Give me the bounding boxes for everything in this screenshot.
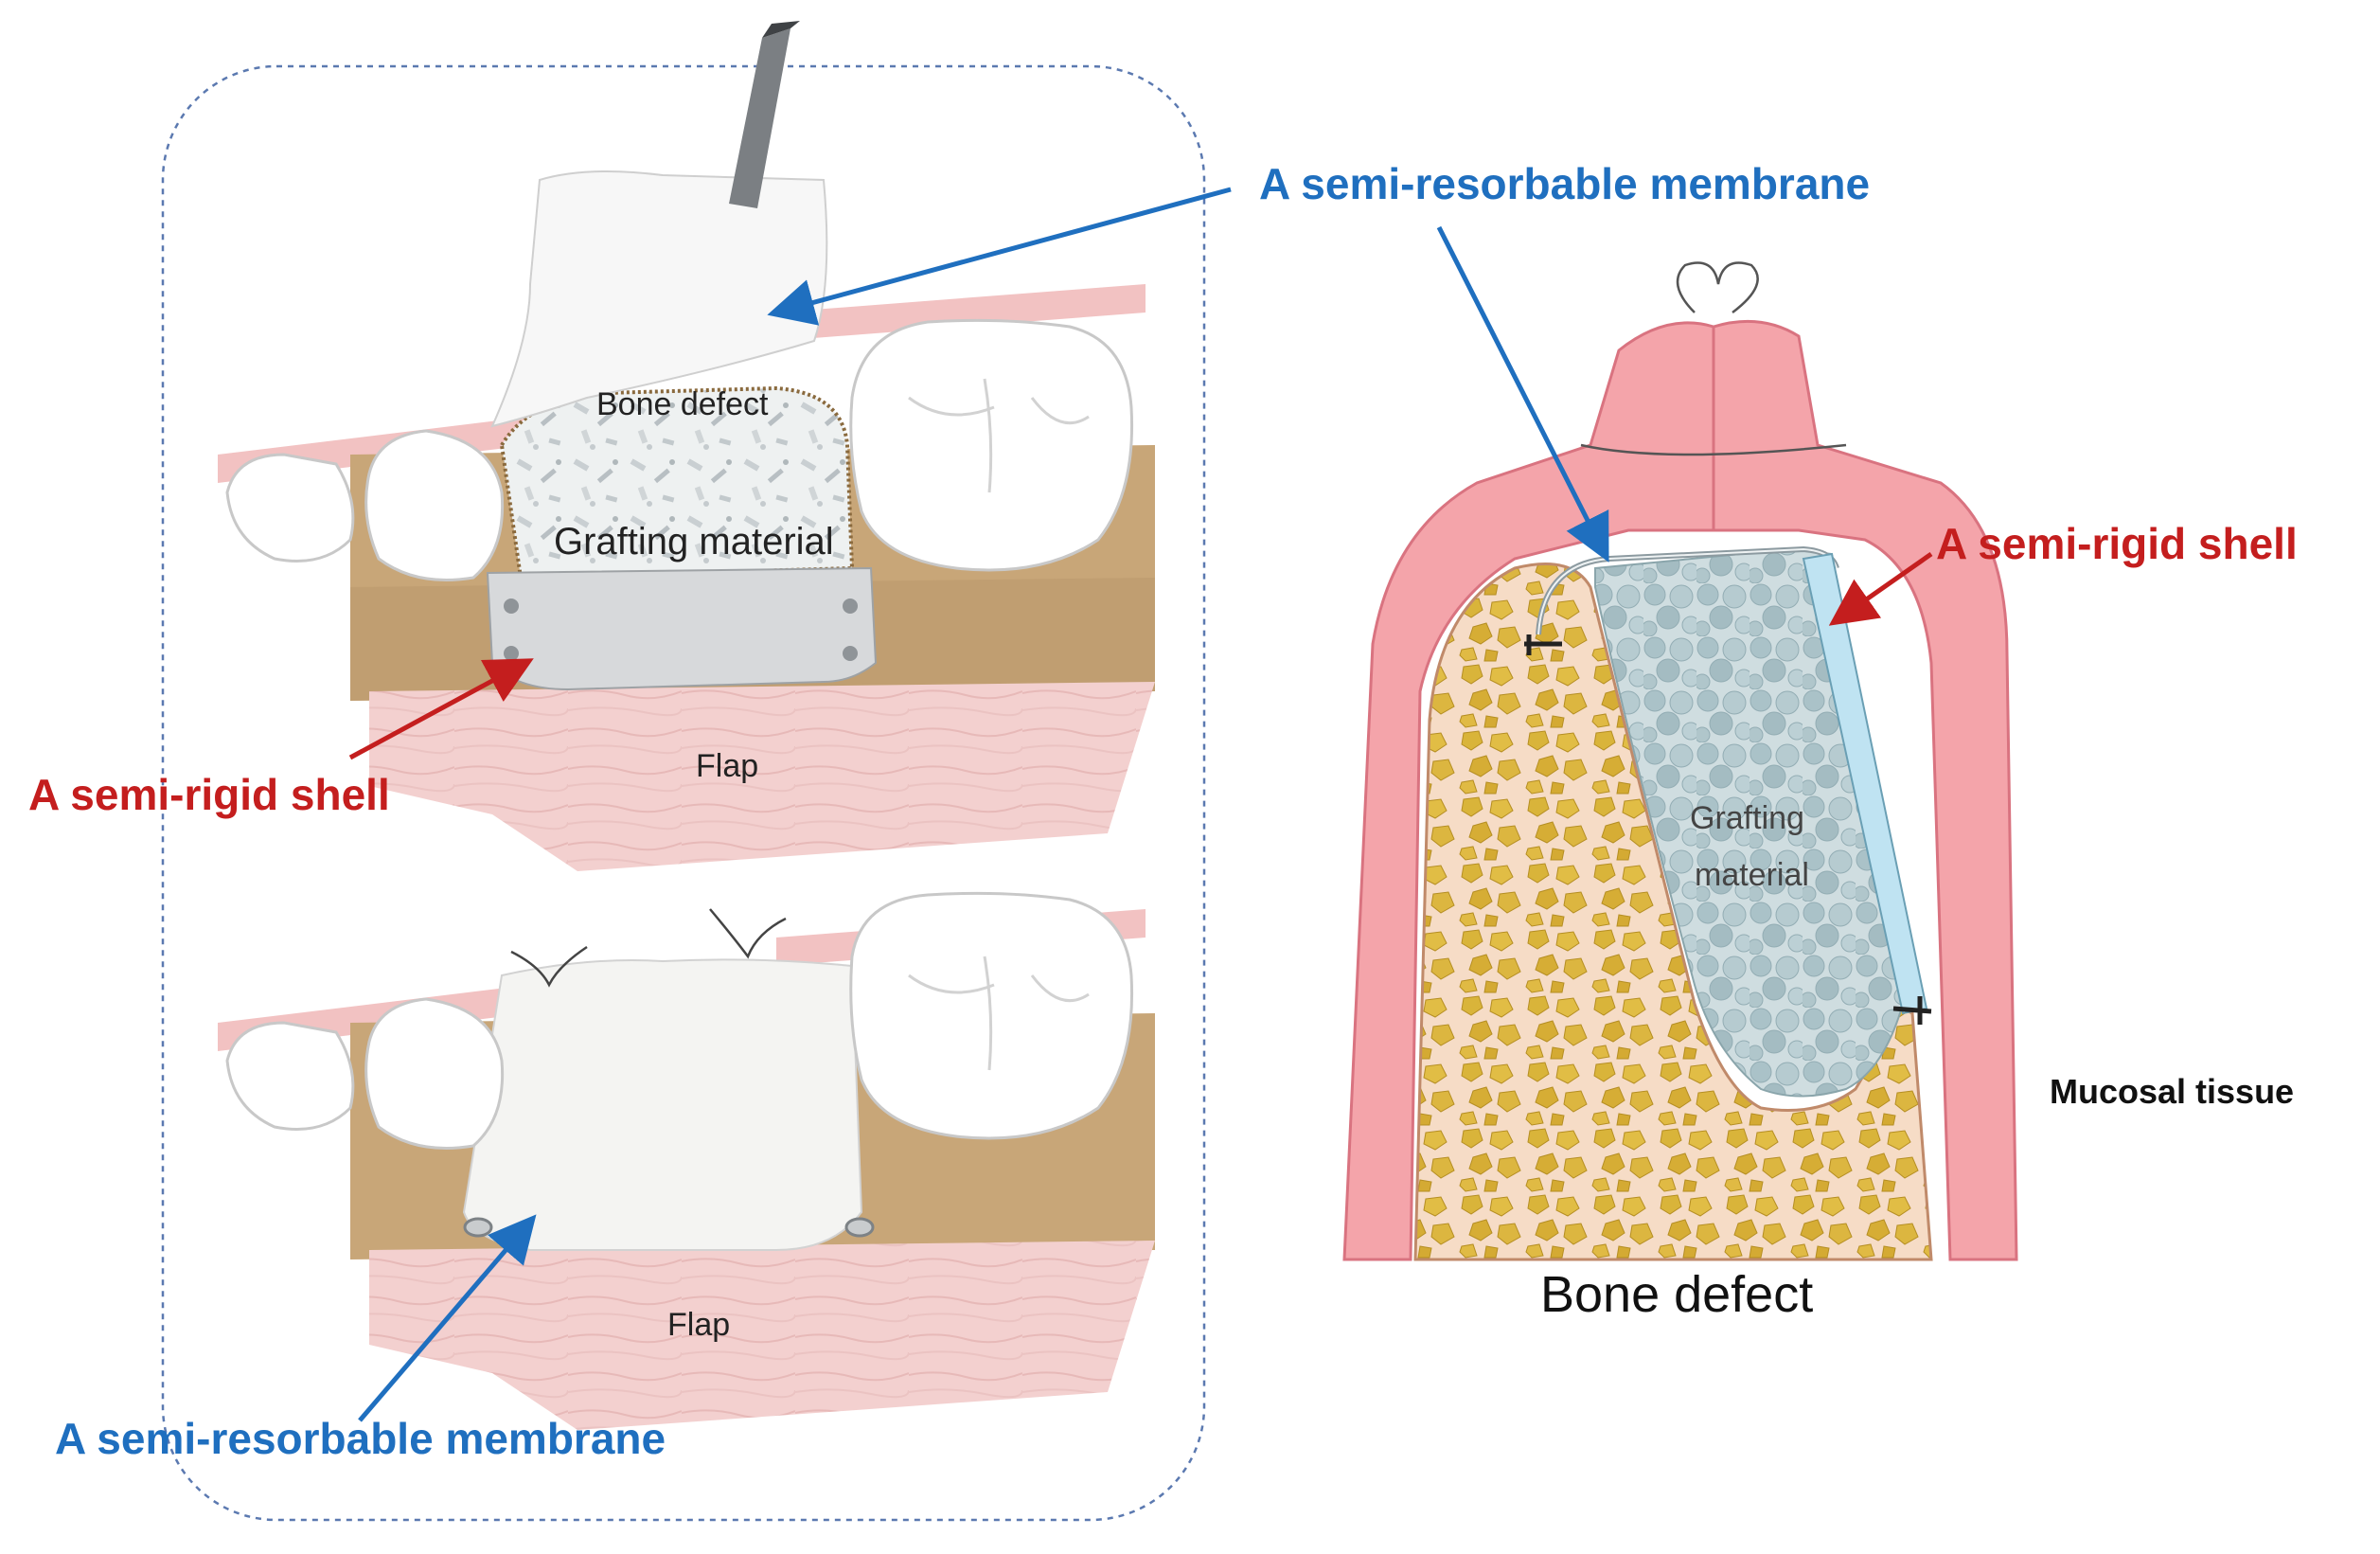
bone-defect-top (499, 385, 855, 581)
semi-rigid-shell-right (1802, 552, 1928, 1015)
shell-pin-3 (843, 598, 858, 614)
membrane-pin-1 (463, 1217, 493, 1238)
label-grafting-left: Grafting material (554, 521, 834, 563)
suture-2 (709, 908, 787, 959)
shell-pin-2 (504, 646, 519, 661)
label-bone-defect-left: Bone defect (596, 386, 769, 422)
label-membrane-bottom: A semi-resorbable membrane (55, 1414, 666, 1463)
membrane-raised (490, 170, 828, 428)
label-flap-bottom: Flap (667, 1307, 730, 1343)
gingiva-mucosa (1342, 319, 2018, 1261)
label-membrane-top: A semi-resorbable membrane (1259, 159, 1870, 208)
graft-particles-right (1594, 547, 1905, 1098)
semi-rigid-shell-top (486, 566, 878, 691)
pin-right (1892, 996, 1932, 1025)
suture-1 (510, 945, 588, 988)
label-grafting-right-1: Grafting (1690, 800, 1804, 836)
label-bone-defect-right: Bone defect (1540, 1266, 1813, 1323)
tooth-left-3 (225, 1021, 355, 1131)
tooth-left-2 (364, 429, 505, 581)
label-grafting-right-2: material (1695, 857, 1809, 893)
label-flap-top: Flap (696, 748, 758, 784)
flap-top (369, 682, 1155, 871)
right-cross-section (1342, 261, 2018, 1261)
pin-left (1524, 634, 1562, 655)
tooth-left-4 (364, 997, 505, 1150)
membrane-pin-2 (844, 1217, 875, 1238)
left-panel-frame (161, 64, 1206, 1522)
label-mucosal: Mucosal tissue (2050, 1072, 2294, 1111)
top-left-panel (218, 21, 1155, 871)
forceps-icon (729, 28, 790, 208)
arrow-membrane-top-right (1436, 225, 1609, 563)
arrow-membrane-bottom (358, 1214, 537, 1422)
shell-pin-4 (843, 646, 858, 661)
arrow-shell-left (348, 658, 534, 760)
bottom-left-panel (218, 891, 1155, 1430)
tooth-left-1 (225, 453, 355, 563)
arrow-shell-right (1828, 551, 1933, 626)
suture-top (1676, 261, 1759, 313)
flap-bottom (369, 1241, 1155, 1430)
membrane-covering (462, 958, 863, 1251)
label-shell-left: A semi-rigid shell (28, 770, 390, 819)
label-shell-right: A semi-rigid shell (1936, 519, 2298, 568)
shell-pin-1 (504, 598, 519, 614)
cancellous-bone (1413, 563, 1933, 1261)
arrow-membrane-top-left (767, 187, 1232, 326)
